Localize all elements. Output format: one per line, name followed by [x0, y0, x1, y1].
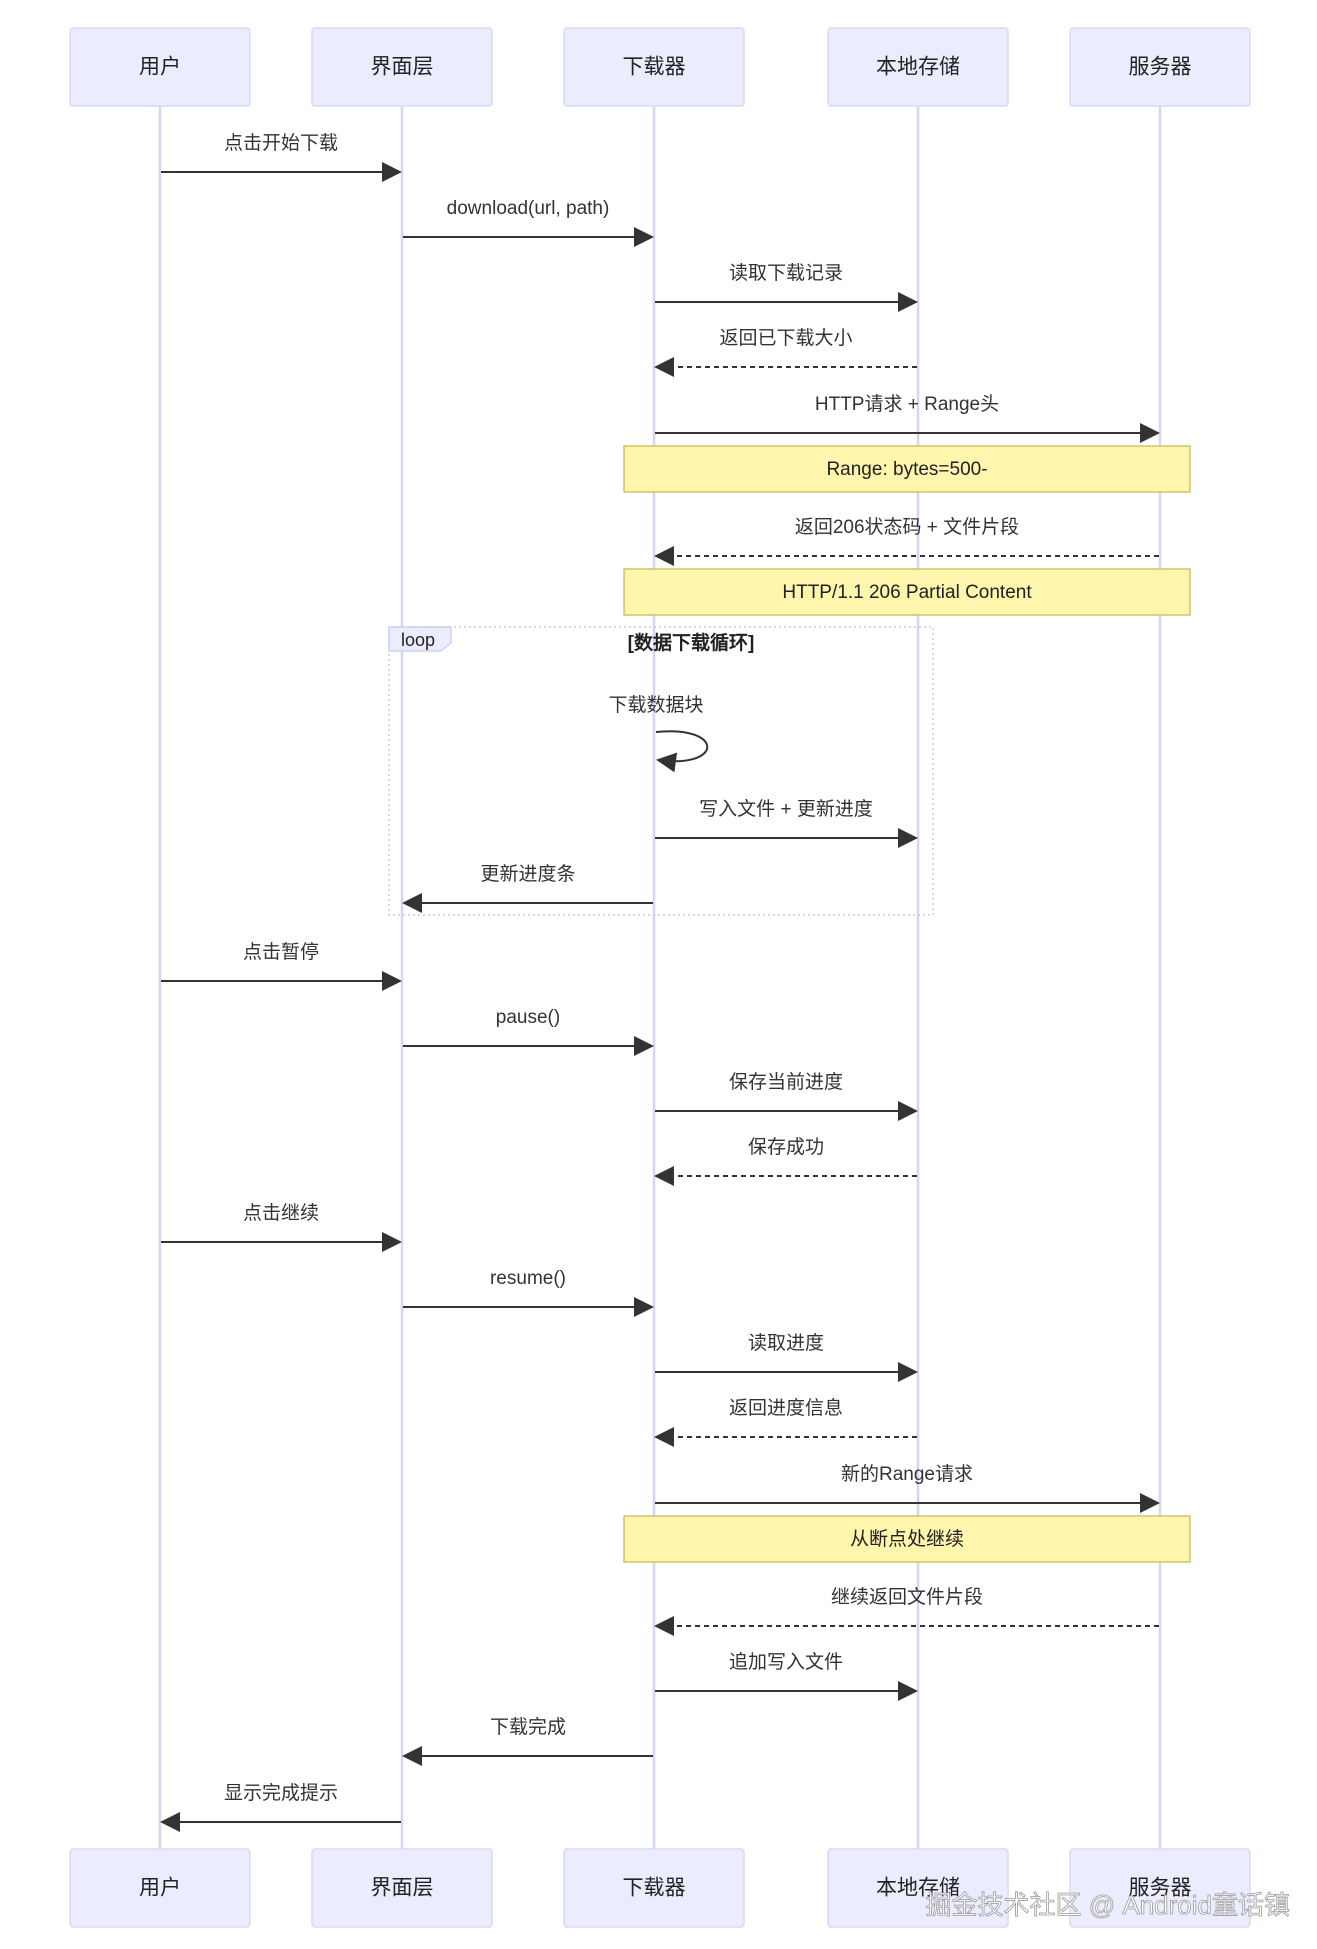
- note-box: [623, 445, 1191, 493]
- participant-label: 服务器: [1129, 56, 1192, 79]
- participant-label: 下载器: [623, 1877, 686, 1900]
- note-box: [623, 1515, 1191, 1563]
- message-label: 下载数据块: [608, 694, 703, 716]
- participant-downloader-bottom: 下载器: [563, 1848, 745, 1928]
- participant-box: [1069, 27, 1251, 107]
- message-arrow: 保存成功: [654, 1136, 917, 1186]
- participant-label: 本地存储: [876, 1877, 960, 1900]
- loop-condition: [数据下载循环]: [628, 631, 755, 654]
- message-arrow: 读取下载记录: [655, 262, 918, 312]
- participant-label: 用户: [139, 1877, 181, 1900]
- message-label: 返回206状态码 + 文件片段: [795, 516, 1019, 538]
- participant-label: 下载器: [623, 56, 686, 79]
- participant-box: [69, 1848, 251, 1928]
- message-label: 读取下载记录: [729, 262, 843, 284]
- message-label: 更新进度条: [480, 863, 575, 885]
- participant-box: [827, 1848, 1009, 1928]
- watermark-text: 掘金技术社区 @ Android童话镇: [926, 1890, 1290, 1920]
- participant-user-bottom: 用户: [69, 1848, 251, 1928]
- message-label: 返回已下载大小: [719, 327, 852, 349]
- message-arrow: 点击暂停: [161, 941, 402, 991]
- message-arrow: 追加写入文件: [655, 1651, 918, 1701]
- note: Range: bytes=500-: [623, 445, 1191, 493]
- message-arrow: 显示完成提示: [160, 1782, 401, 1832]
- message-label: 保存当前进度: [729, 1071, 843, 1093]
- message-label: 保存成功: [748, 1136, 824, 1158]
- message-arrow: 读取进度: [655, 1332, 918, 1382]
- message-label: 点击继续: [243, 1202, 319, 1224]
- message-label: 继续返回文件片段: [831, 1586, 983, 1608]
- participant-server-bottom: 服务器: [1069, 1848, 1251, 1928]
- message-label: 点击暂停: [243, 941, 319, 963]
- message-arrow: 新的Range请求: [655, 1463, 1160, 1513]
- message-arrow: 保存当前进度: [655, 1071, 918, 1121]
- message-arrow: 返回206状态码 + 文件片段: [654, 516, 1159, 566]
- message-arrow: 继续返回文件片段: [654, 1586, 1159, 1636]
- message-label: 显示完成提示: [224, 1782, 338, 1804]
- participant-ui-bottom: 界面层: [311, 1848, 493, 1928]
- message-label: resume(): [490, 1268, 566, 1289]
- loop-frame: [388, 626, 934, 916]
- participant-box: [311, 1848, 493, 1928]
- participant-box: [827, 27, 1009, 107]
- participant-storage-bottom: 本地存储: [827, 1848, 1009, 1928]
- participant-label: 服务器: [1129, 1877, 1192, 1900]
- note: HTTP/1.1 206 Partial Content: [623, 568, 1191, 616]
- participant-box: [69, 27, 251, 107]
- loop-tag-box: [388, 626, 452, 652]
- message-arrow: 点击开始下载: [161, 132, 402, 182]
- participant-box: [563, 27, 745, 107]
- message-label: HTTP请求 + Range头: [815, 393, 999, 415]
- self-message-line: [655, 730, 709, 773]
- participant-user-top: 用户: [69, 27, 251, 107]
- message-label: 写入文件 + 更新进度: [699, 798, 873, 820]
- note-box: [623, 568, 1191, 616]
- participant-downloader-top: 下载器: [563, 27, 745, 107]
- message-label: download(url, path): [447, 198, 610, 219]
- participant-storage-top: 本地存储: [827, 27, 1009, 107]
- participant-box: [311, 27, 493, 107]
- note: 从断点处继续: [623, 1515, 1191, 1563]
- message-label: 新的Range请求: [841, 1463, 973, 1485]
- note-label: HTTP/1.1 206 Partial Content: [782, 582, 1032, 603]
- message-label: 返回进度信息: [729, 1397, 843, 1419]
- participant-label: 本地存储: [876, 56, 960, 79]
- participant-box: [1069, 1848, 1251, 1928]
- note-label: Range: bytes=500-: [826, 459, 987, 480]
- message-arrow: pause(): [403, 1007, 654, 1056]
- message-arrow: 返回已下载大小: [654, 327, 917, 377]
- message-arrow: resume(): [403, 1268, 654, 1317]
- participant-server-top: 服务器: [1069, 27, 1251, 107]
- participant-label: 用户: [139, 56, 181, 79]
- participant-label: 界面层: [371, 1877, 434, 1900]
- message-label: 追加写入文件: [729, 1651, 843, 1673]
- participant-label: 界面层: [371, 56, 434, 79]
- message-arrow: download(url, path): [403, 198, 654, 247]
- message-arrow: 写入文件 + 更新进度: [655, 798, 918, 848]
- participant-box: [563, 1848, 745, 1928]
- message-label: pause(): [496, 1007, 560, 1028]
- message-arrow: 更新进度条: [402, 863, 653, 913]
- note-label: 从断点处继续: [850, 1528, 964, 1550]
- loop-block: loop [数据下载循环]: [388, 626, 934, 916]
- participant-ui-top: 界面层: [311, 27, 493, 107]
- message-arrow: 返回进度信息: [654, 1397, 917, 1447]
- message-label: 点击开始下载: [224, 132, 338, 154]
- message-label: 下载完成: [490, 1716, 566, 1738]
- message-label: 读取进度: [748, 1332, 824, 1354]
- message-arrow: 下载数据块: [608, 694, 709, 773]
- message-arrow: HTTP请求 + Range头: [655, 393, 1160, 443]
- loop-tag-label: loop: [401, 630, 435, 650]
- message-arrow: 点击继续: [161, 1202, 402, 1252]
- message-arrow: 下载完成: [402, 1716, 653, 1766]
